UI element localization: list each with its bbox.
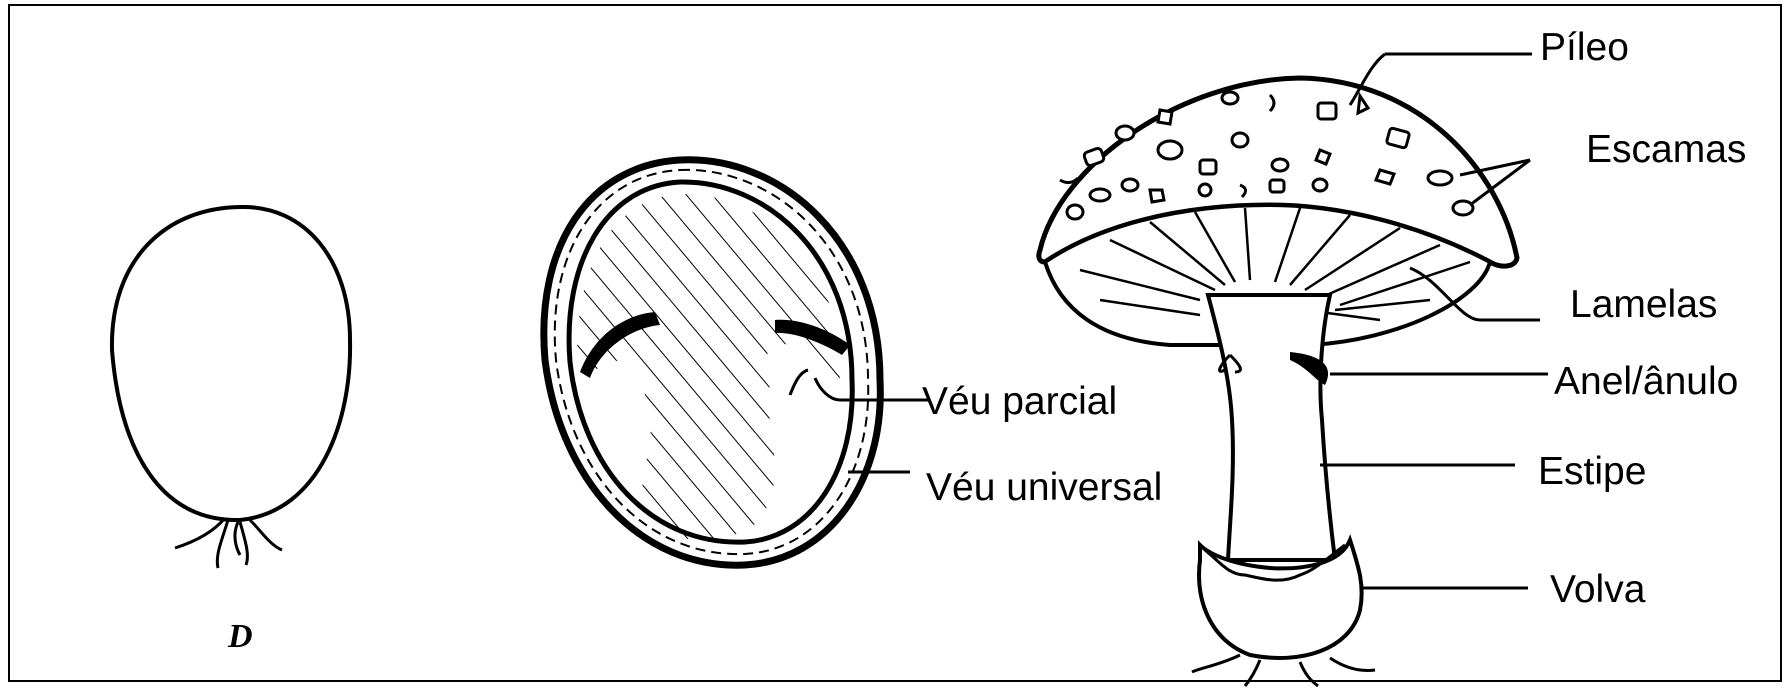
label-lamelas: Lamelas (1570, 285, 1717, 324)
cross-section (544, 160, 880, 565)
label-pileo: Píleo (1540, 28, 1629, 67)
egg-stage-d (112, 207, 350, 568)
label-escamas: Escamas (1586, 130, 1746, 169)
label-anel: Anel/ânulo (1554, 362, 1738, 401)
label-veu-universal: Véu universal (926, 468, 1162, 507)
label-volva: Volva (1550, 570, 1645, 609)
label-veu-parcial: Véu parcial (922, 382, 1117, 421)
stage-letter: D (228, 620, 253, 654)
label-estipe: Estipe (1538, 452, 1646, 491)
